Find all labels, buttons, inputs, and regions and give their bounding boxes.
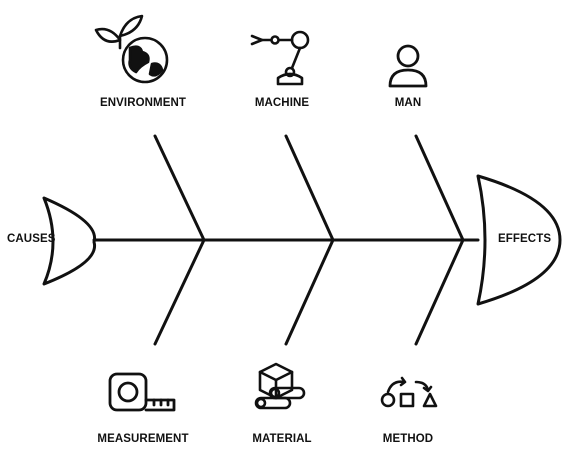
shapes-cycle-icon (380, 376, 438, 408)
label-man: MAN (394, 97, 422, 109)
label-measurement: MEASUREMENT (97, 433, 189, 445)
bone-material (284, 238, 335, 346)
bone-environment (153, 134, 206, 242)
robot-arm-icon (250, 30, 310, 86)
material-box-pipes-icon (254, 362, 306, 410)
fish-tail (42, 196, 97, 286)
bone-machine (284, 134, 335, 242)
label-environment: ENVIRONMENT (99, 97, 187, 109)
bone-method (414, 238, 465, 346)
person-icon (388, 44, 428, 88)
label-effects: EFFECTS (498, 233, 552, 245)
bone-man (414, 134, 465, 242)
label-machine: MACHINE (254, 97, 310, 109)
bone-measurement (153, 238, 206, 346)
tape-measure-icon (108, 372, 176, 412)
plant-globe-icon (94, 14, 169, 84)
label-causes: CAUSES (7, 233, 56, 245)
label-method: METHOD (382, 433, 434, 445)
fish-head (476, 174, 562, 306)
label-material: MATERIAL (252, 433, 312, 445)
